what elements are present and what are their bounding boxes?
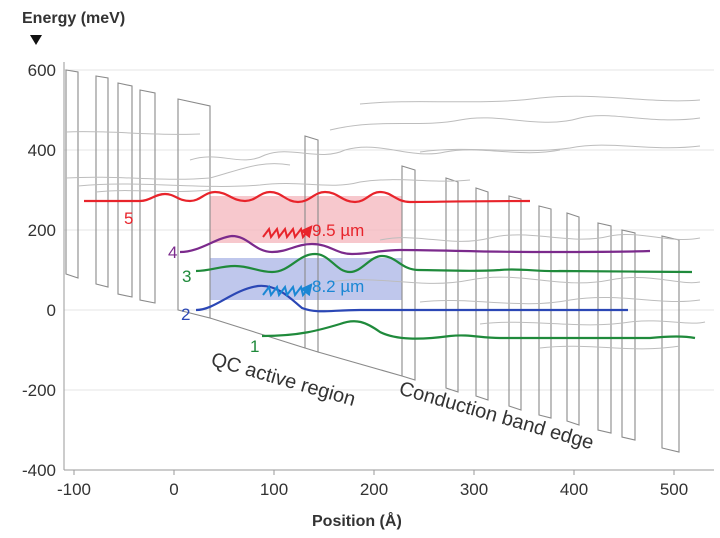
x-tick-label: 300 <box>460 480 488 499</box>
barrier-9 <box>475 187 489 401</box>
background-wavefunctions <box>65 95 706 350</box>
y-tick-label: 0 <box>47 301 56 320</box>
y-tick-label: -400 <box>22 461 56 480</box>
x-tick-label: 200 <box>360 480 388 499</box>
state-3-label: 3 <box>182 267 191 286</box>
barrier-4 <box>139 89 156 304</box>
transition-arrow-9p5um <box>262 225 313 240</box>
active-region-label: QC active region <box>209 349 358 411</box>
state-2-wavefunction <box>195 284 628 313</box>
y-axis-title: Energy (meV) <box>22 10 125 27</box>
state-5-wavefunction <box>84 190 531 204</box>
active-well-floor <box>209 317 306 349</box>
transition-label-8p2um: 8.2 µm <box>312 277 364 296</box>
transition-arrow-8p2um <box>262 283 313 298</box>
barrier-11 <box>538 205 552 419</box>
state-3-wavefunction <box>195 252 693 274</box>
state-2-label: 2 <box>181 305 190 324</box>
y-tick-label: 200 <box>28 221 56 240</box>
injector-floor <box>317 351 403 377</box>
y-tick-label: -200 <box>22 381 56 400</box>
x-tick-label: -100 <box>57 480 91 499</box>
conduction-band-profile <box>65 69 680 453</box>
axis-ticks: 600 400 200 0 -200 -400-100 0 100 200 300 400 500 <box>22 61 688 499</box>
state-1-wavefunction <box>261 320 696 340</box>
barrier-8 <box>445 177 459 393</box>
state-4-label: 4 <box>168 243 177 262</box>
state-4-wavefunction <box>179 234 651 256</box>
state-1-label: 1 <box>250 337 259 356</box>
barrier-7 <box>401 165 416 381</box>
barrier-3 <box>117 82 133 298</box>
lower-transition-band <box>210 258 402 300</box>
x-axis-title: Position (Å) <box>312 511 402 530</box>
x-tick-label: 400 <box>560 480 588 499</box>
state-5-label: 5 <box>124 209 133 228</box>
transition-label-9p5um: 9.5 µm <box>312 221 364 240</box>
barrier-12 <box>566 212 580 426</box>
band-edge-label: Conduction band edge <box>397 378 597 455</box>
barrier-10 <box>508 195 522 411</box>
x-tick-label: 100 <box>260 480 288 499</box>
barrier-14 <box>621 229 636 441</box>
y-tick-label: 600 <box>28 61 56 80</box>
barrier-2 <box>95 75 109 288</box>
x-tick-label: 500 <box>660 480 688 499</box>
x-tick-label: 0 <box>169 480 178 499</box>
barrier-13 <box>597 222 612 434</box>
y-tick-label: 400 <box>28 141 56 160</box>
y-axis-title-arrow-icon <box>30 35 42 45</box>
barrier-15 <box>661 235 680 453</box>
barrier-1 <box>65 69 79 279</box>
